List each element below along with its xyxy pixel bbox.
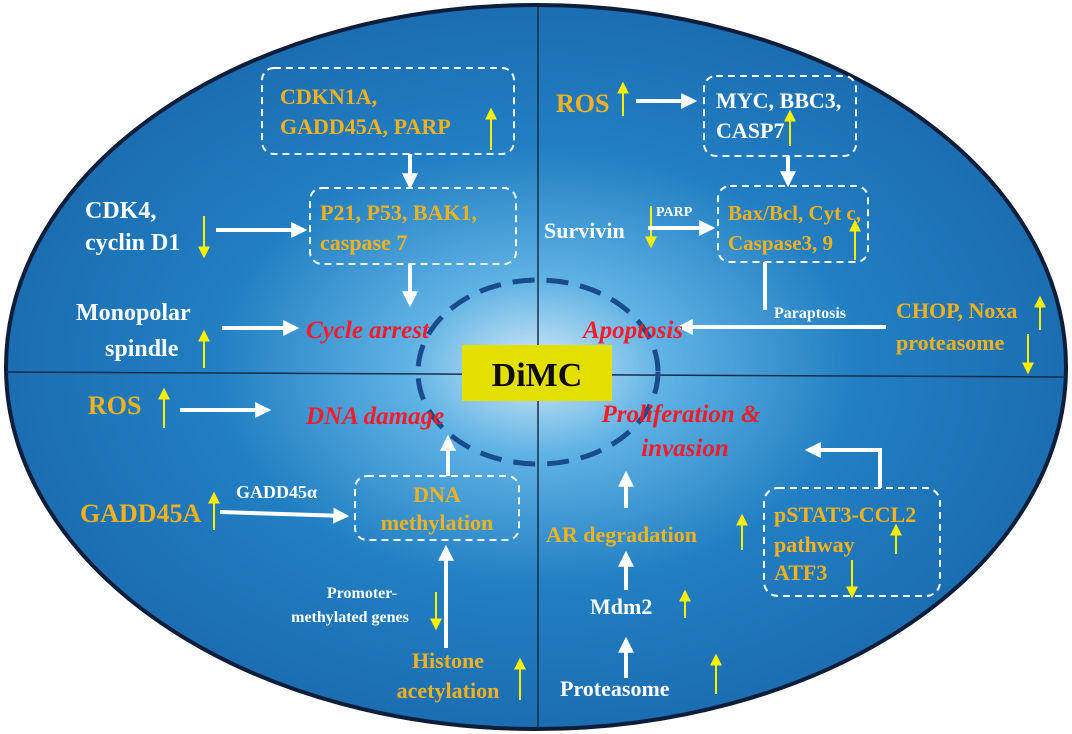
arrow-pstat3-to-proliferation bbox=[804, 442, 882, 488]
cdk4-label-2: cyclin D1 bbox=[85, 230, 180, 256]
histone-label-1: Histone bbox=[412, 648, 484, 673]
center-dashed-ring bbox=[415, 277, 661, 467]
outcome-proliferation-1: Proliferation & bbox=[600, 401, 761, 428]
monopolar-label-2: spindle bbox=[105, 336, 179, 362]
mdm2-label: Mdm2 bbox=[590, 594, 652, 619]
center-label-box bbox=[462, 345, 612, 401]
center-label: DiMC bbox=[492, 357, 583, 394]
q1-box-mid-line-2: caspase 7 bbox=[320, 230, 407, 255]
atf3-label: ATF3 bbox=[774, 560, 827, 585]
dna-methylation-line-1: DNA bbox=[413, 482, 461, 507]
q2-ros-label: ROS bbox=[556, 89, 609, 118]
ar-degradation-label: AR degradation bbox=[546, 522, 697, 547]
q2-box-top-line-1: MYC, BBC3, bbox=[716, 88, 841, 113]
proteasome-label: Proteasome bbox=[560, 676, 670, 701]
q2-box-mid-line-2: Caspase3, 9 bbox=[728, 231, 833, 255]
q2-box-mid-line-1: Bax/Bcl, Cyt c, bbox=[728, 201, 861, 225]
outcome-proliferation-2: invasion bbox=[641, 435, 729, 462]
q1-box-mid-line-1: P21, P53, BAK1, bbox=[320, 200, 477, 225]
pstat3-label-1: pSTAT3-CCL2 bbox=[774, 502, 916, 527]
q2-top-box bbox=[703, 75, 857, 157]
outcome-cycle-arrest: Cycle arrest bbox=[306, 317, 430, 344]
q2-box-top-line-2: CASP7 bbox=[716, 118, 784, 143]
histone-label-2: acetylation bbox=[397, 678, 500, 703]
gadd45alpha-label: GADD45α bbox=[236, 482, 317, 502]
monopolar-label-1: Monopolar bbox=[76, 300, 191, 326]
q3-ros-label: ROS bbox=[88, 391, 141, 420]
q1-box-top-line-1: CDKN1A, bbox=[280, 84, 377, 109]
q1-mid-box bbox=[309, 187, 517, 265]
q1-top-box bbox=[261, 67, 515, 155]
outcome-dna-damage: DNA damage bbox=[305, 403, 444, 430]
outcome-apoptosis: Apoptosis bbox=[581, 317, 683, 344]
parp-label: PARP bbox=[656, 205, 693, 220]
q1-box-top-line-2: GADD45A, PARP bbox=[280, 114, 451, 139]
survivin-label: Survivin bbox=[544, 218, 625, 243]
pstat3-label-2: pathway bbox=[774, 532, 855, 557]
chop-label-2: proteasome bbox=[896, 330, 1005, 355]
promoter-label-1: Promoter- bbox=[327, 585, 397, 602]
gadd45a-label: GADD45A bbox=[80, 499, 202, 528]
q4-pstat3-box bbox=[763, 487, 941, 597]
q3-dna-methylation-box bbox=[354, 475, 520, 541]
promoter-label-2: methylated genes bbox=[291, 609, 409, 626]
q2-mid-box bbox=[717, 185, 869, 263]
chop-label-1: CHOP, Noxa bbox=[896, 298, 1017, 323]
arrow-gadd45a-to-dna-methylation bbox=[219, 507, 350, 524]
dna-methylation-line-2: methylation bbox=[381, 510, 493, 535]
cdk4-label-1: CDK4, bbox=[85, 198, 156, 224]
paraptosis-label: Paraptosis bbox=[774, 305, 846, 322]
